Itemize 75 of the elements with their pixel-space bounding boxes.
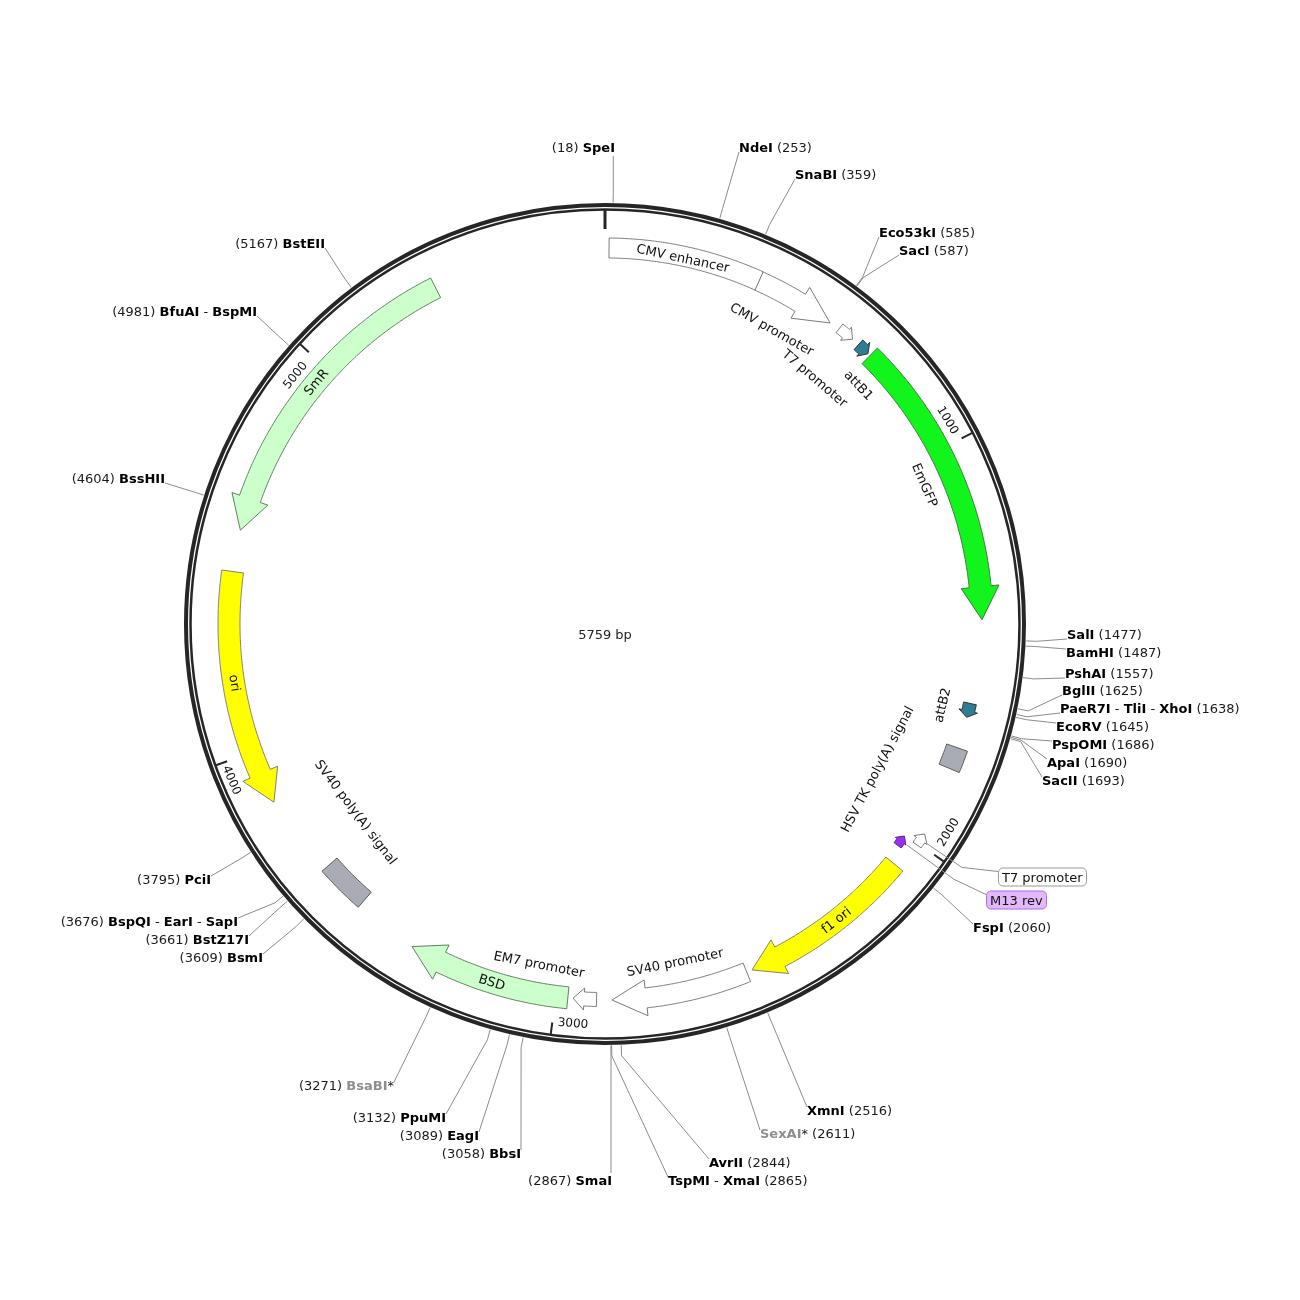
restriction-site-label: PaeR7I - TliI - XhoI (1638) (1060, 701, 1240, 717)
leader-line (210, 851, 252, 877)
restriction-site-label: EcoRV (1645) (1056, 719, 1149, 735)
restriction-site-label: (4604) BssHII (71, 471, 165, 487)
restriction-site-label: AvrII (2844) (709, 1155, 791, 1171)
feature-label: attB2 (931, 686, 954, 724)
restriction-site-label: SexAI* (2611) (760, 1126, 856, 1142)
restriction-site-label: SnaBI (359) (795, 167, 877, 183)
leader-line (765, 178, 796, 235)
restriction-site-label: BglII (1625) (1062, 683, 1143, 699)
leader-line (612, 155, 614, 204)
leader-line (248, 900, 288, 937)
sequence-length-label: 5759 bp (578, 626, 632, 642)
restriction-site-label: NdeI (253) (739, 140, 812, 156)
leader-line (620, 1044, 710, 1160)
leader-line (855, 236, 880, 287)
feature-tag: T7 promoter (998, 867, 1087, 887)
leader-line (906, 844, 987, 895)
restriction-site-label: ApaI (1690) (1047, 755, 1128, 771)
leader-line (726, 1027, 761, 1131)
leader-line (767, 1012, 808, 1108)
restriction-site-label: (3795) PciI (137, 872, 211, 888)
restriction-site-label: (2867) SmaI (528, 1173, 612, 1189)
leader-line (164, 482, 205, 496)
restriction-site-label: BamHI (1487) (1066, 645, 1162, 661)
restriction-site-label: SalI (1477) (1067, 627, 1142, 643)
feature-label: ori (225, 673, 244, 693)
restriction-site-label: (3271) BsaBI* (298, 1078, 394, 1094)
restriction-site-label: (18) SpeI (551, 140, 615, 156)
leader-line (262, 918, 305, 955)
leader-line (927, 843, 999, 872)
leader-line (445, 1029, 491, 1115)
restriction-site-label: FspI (2060) (973, 920, 1052, 936)
leader-line (1015, 716, 1057, 724)
restriction-site-label: (3058) BbsI (441, 1146, 521, 1162)
leader-line (1010, 736, 1048, 760)
feature-tag: M13 rev (986, 890, 1047, 910)
restriction-site-label: SacI (587) (899, 243, 969, 259)
restriction-site-label: (3089) EagI (399, 1128, 479, 1144)
leader-line (856, 254, 900, 287)
leader-line (520, 1037, 524, 1151)
restriction-site-label: SacII (1693) (1042, 773, 1125, 789)
restriction-site-label: PspOMI (1686) (1052, 737, 1155, 753)
feature-label: BSD (477, 970, 508, 993)
restriction-site-label: (3676) BspQI - EarI - SapI (60, 914, 238, 930)
restriction-site-label: Eco53kI (585) (879, 225, 976, 241)
restriction-site-label: TspMI - XmaI (2865) (668, 1173, 808, 1189)
feature-label: CMV enhancer (634, 241, 731, 276)
leader-line (1025, 645, 1067, 650)
restriction-site-label: XmnI (2516) (807, 1103, 893, 1119)
leader-line (324, 247, 352, 288)
restriction-site-label: PshAI (1557) (1065, 666, 1154, 682)
leader-line (1016, 712, 1061, 718)
tick-label: 4000 (219, 763, 245, 797)
leader-line (933, 887, 974, 925)
leader-line (478, 1034, 510, 1133)
restriction-site-label: (4981) BfuAI - BspMI (112, 304, 257, 320)
leader-line (1022, 677, 1066, 680)
leader-line (1010, 735, 1053, 742)
leader-line (719, 151, 740, 219)
restriction-site-label: (3609) BsmI (179, 950, 263, 966)
restriction-site-label: (5167) BstEII (235, 236, 325, 252)
leader-line (1010, 738, 1043, 778)
leader-line (393, 1007, 431, 1083)
feature-label: SV40 promoter (625, 944, 725, 980)
leader-line (1017, 694, 1063, 712)
leader-line (1025, 638, 1068, 642)
tick-label: 3000 (557, 1014, 589, 1031)
restriction-site-label: (3132) PpuMI (352, 1110, 446, 1126)
leader-line (237, 895, 284, 919)
feature-label: f1 ori (818, 903, 855, 937)
restriction-site-label: (3661) BstZ17I (145, 932, 249, 948)
leader-line (256, 315, 290, 346)
leader-line (611, 1044, 669, 1178)
leader-line (610, 1045, 612, 1174)
